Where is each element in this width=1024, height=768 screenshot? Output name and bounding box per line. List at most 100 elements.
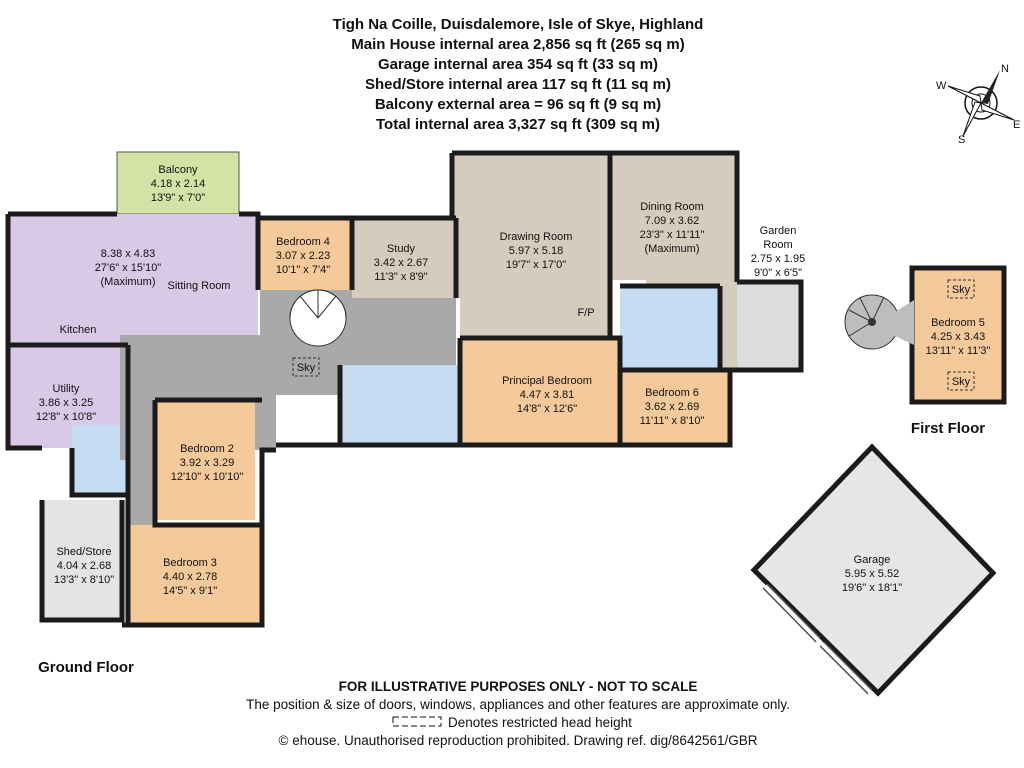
svg-text:4.18 x 2.14: 4.18 x 2.14 (151, 178, 205, 190)
svg-text:3.86 x 3.25: 3.86 x 3.25 (39, 397, 93, 409)
svg-text:9'0" x 6'5": 9'0" x 6'5" (754, 267, 802, 279)
garage-plan (750, 443, 997, 697)
svg-text:23'3" x 11'11": 23'3" x 11'11" (640, 229, 705, 241)
svg-text:2.75 x 1.95: 2.75 x 1.95 (751, 253, 805, 265)
ensuite-shape (620, 286, 720, 370)
svg-text:Bedroom 3: Bedroom 3 (163, 557, 217, 569)
svg-text:Bedroom 2: Bedroom 2 (180, 443, 234, 455)
sitting-room-shape (8, 214, 258, 348)
shed-store-label: Shed/Store 4.04 x 2.68 13'3" x 8'10" (54, 546, 114, 586)
svg-text:4.47 x 3.81: 4.47 x 3.81 (520, 389, 574, 401)
shed-store-area: Shed/Store internal area 117 sq ft (11 s… (365, 76, 671, 93)
garden-room-shape (737, 282, 801, 370)
svg-text:3.07 x 2.23: 3.07 x 2.23 (276, 250, 330, 262)
utility-label: Utility 3.86 x 3.25 12'8" x 10'8" (36, 383, 96, 423)
svg-text:Garage: Garage (854, 554, 891, 566)
svg-text:4.25 x 3.43: 4.25 x 3.43 (931, 331, 985, 343)
svg-text:Bedroom 6: Bedroom 6 (645, 387, 699, 399)
hallway-shape (120, 290, 456, 525)
ground-floor-label: Ground Floor (38, 659, 134, 676)
svg-text:3.42 x 2.67: 3.42 x 2.67 (374, 257, 428, 269)
principal-bedroom-label: Principal Bedroom 4.47 x 3.81 14'8" x 12… (502, 375, 592, 415)
svg-text:11'11" x 8'10": 11'11" x 8'10" (640, 415, 705, 427)
first-floor-plan: Sky Sky (844, 265, 1007, 405)
bedroom-4-label: Bedroom 4 3.07 x 2.23 10'1" x 7'4" (276, 236, 330, 276)
compass-west: W (936, 80, 947, 92)
svg-text:27'6" x 15'10": 27'6" x 15'10" (95, 262, 162, 274)
svg-text:8.38 x 4.83: 8.38 x 4.83 (101, 248, 155, 260)
svg-text:Garden: Garden (760, 225, 797, 237)
bedroom-5-label: Bedroom 5 4.25 x 3.43 13'11" x 11'3" (926, 317, 991, 357)
svg-text:19'6" x 18'1": 19'6" x 18'1" (842, 582, 902, 594)
svg-text:13'9" x 7'0": 13'9" x 7'0" (151, 192, 205, 204)
shed-store-shape (42, 500, 122, 620)
copyright: © ehouse. Unauthorised reproduction proh… (279, 733, 758, 748)
svg-text:Drawing Room: Drawing Room (500, 231, 573, 243)
bedroom-3-shape (128, 525, 262, 625)
svg-text:5.95 x 5.52: 5.95 x 5.52 (845, 568, 899, 580)
svg-text:(Maximum): (Maximum) (101, 276, 156, 288)
study-shape (352, 218, 456, 298)
drawing-room-shape (452, 153, 610, 338)
balcony-area: Balcony external area = 96 sq ft (9 sq m… (375, 96, 661, 113)
svg-text:11'3" x 8'9": 11'3" x 8'9" (374, 271, 427, 283)
svg-text:Sitting Room: Sitting Room (168, 280, 231, 292)
drawing-room-label: Drawing Room 5.97 x 5.18 19'7" x 17'0" (500, 231, 573, 271)
bedroom-3-label: Bedroom 3 4.40 x 2.78 14'5" x 9'1" (163, 557, 217, 597)
bedroom-2-label: Bedroom 2 3.92 x 3.29 12'10" x 10'10" (171, 443, 244, 483)
svg-text:10'1" x 7'4": 10'1" x 7'4" (276, 264, 330, 276)
svg-text:Balcony: Balcony (158, 164, 198, 176)
svg-text:12'8" x 10'8": 12'8" x 10'8" (36, 411, 96, 423)
fireplace-label: F/P (577, 307, 594, 319)
compass-east: E (1013, 119, 1020, 131)
svg-text:Room: Room (763, 239, 792, 251)
bedroom-6-label: Bedroom 6 3.62 x 2.69 11'11" x 8'10" (640, 387, 705, 427)
garage-label: Garage 5.95 x 5.52 19'6" x 18'1" (842, 554, 902, 594)
principal-bedroom-shape (460, 338, 620, 445)
svg-text:19'7" x 17'0": 19'7" x 17'0" (506, 259, 566, 271)
bathroom-shape (340, 365, 480, 445)
svg-text:14'8" x 12'6": 14'8" x 12'6" (517, 403, 577, 415)
dining-room-shape (610, 153, 737, 370)
kitchen-label: Kitchen (60, 324, 97, 336)
svg-text:13'3" x 8'10": 13'3" x 8'10" (54, 574, 114, 586)
property-header: Tigh Na Coille, Duisdalemore, Isle of Sk… (333, 16, 704, 133)
svg-text:Dining Room: Dining Room (640, 201, 704, 213)
total-area: Total internal area 3,327 sq ft (309 sq … (376, 116, 660, 133)
svg-text:12'10" x 10'10": 12'10" x 10'10" (171, 471, 244, 483)
compass-icon: N E S W (936, 63, 1020, 146)
svg-text:Shed/Store: Shed/Store (56, 546, 111, 558)
bedroom-2-shape (155, 400, 255, 520)
svg-text:(Maximum): (Maximum) (645, 243, 700, 255)
property-address: Tigh Na Coille, Duisdalemore, Isle of Sk… (333, 16, 704, 33)
skylight-label: Sky (297, 362, 316, 374)
compass-north: N (1001, 63, 1009, 75)
garden-room-label: Garden Room 2.75 x 1.95 9'0" x 6'5" (751, 225, 805, 279)
svg-text:3.62 x 2.69: 3.62 x 2.69 (645, 401, 699, 413)
svg-text:Bedroom 4: Bedroom 4 (276, 236, 330, 248)
svg-text:Bedroom 5: Bedroom 5 (931, 317, 985, 329)
bedroom-4-shape (258, 218, 352, 290)
dining-room-label: Dining Room 7.09 x 3.62 23'3" x 11'11" (… (640, 201, 705, 255)
balcony-label: Balcony 4.18 x 2.14 13'9" x 7'0" (151, 164, 205, 204)
first-floor-label: First Floor (911, 420, 985, 437)
position-note: The position & size of doors, windows, a… (246, 697, 790, 712)
study-label: Study 3.42 x 2.67 11'3" x 8'9" (374, 243, 428, 283)
disclaimer: FOR ILLUSTRATIVE PURPOSES ONLY - NOT TO … (339, 679, 698, 694)
svg-text:14'5" x 9'1": 14'5" x 9'1" (163, 585, 217, 597)
ground-floor-plan: Sky F/P (5, 150, 804, 628)
svg-text:Utility: Utility (53, 383, 80, 395)
first-floor-staircase-icon (844, 294, 900, 350)
svg-text:7.09 x 3.62: 7.09 x 3.62 (645, 215, 699, 227)
first-floor-skylight-top: Sky (952, 284, 971, 296)
footer-notes: FOR ILLUSTRATIVE PURPOSES ONLY - NOT TO … (246, 679, 790, 748)
bedroom-6-shape (620, 370, 730, 445)
main-house-area: Main House internal area 2,856 sq ft (26… (351, 36, 684, 53)
restricted-head-height-icon (392, 716, 442, 727)
svg-text:Principal Bedroom: Principal Bedroom (502, 375, 592, 387)
svg-text:4.40 x 2.78: 4.40 x 2.78 (163, 571, 217, 583)
svg-text:Study: Study (387, 243, 416, 255)
head-height-note: Denotes restricted head height (448, 715, 632, 730)
svg-text:4.04 x 2.68: 4.04 x 2.68 (57, 560, 111, 572)
